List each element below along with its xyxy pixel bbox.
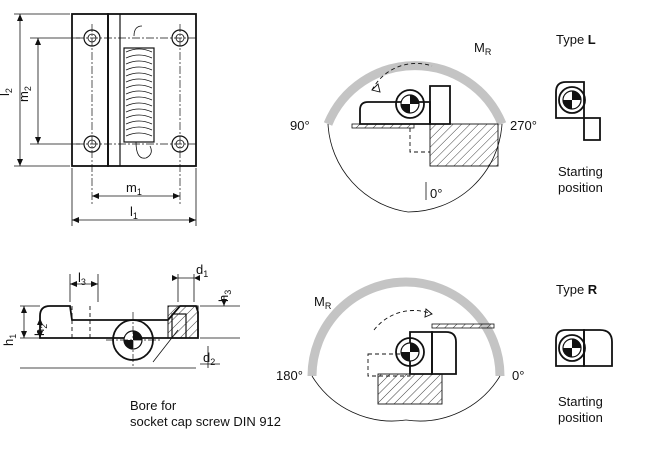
hinge-plate-right	[107, 13, 197, 167]
dim-l2-label: l2	[0, 88, 14, 96]
dim-l1-label: l1	[130, 204, 138, 221]
type-l-angle-bottom: 0°	[430, 186, 442, 201]
type-r-starting-line1: Starting	[558, 394, 603, 409]
torsion-spring	[123, 25, 155, 159]
type-r-angle-right: 0°	[512, 368, 524, 383]
type-r-angle-left: 180°	[276, 368, 303, 383]
type-r-mr-label: MR	[314, 294, 332, 311]
type-l-mr-label: MR	[474, 40, 492, 57]
type-l-rotation-diagram: MR 90° 270° 0°	[290, 40, 537, 213]
type-l-angle-right: 270°	[510, 118, 537, 133]
front-view: l2 m2 m1 l1	[0, 13, 198, 226]
bore-note-line1: Bore for	[130, 398, 177, 413]
hinge-plate-left	[71, 13, 109, 167]
dim-m1-label: m1	[126, 180, 142, 197]
dim-l3-label: l3	[78, 270, 86, 287]
type-l-starting-line1: Starting	[558, 164, 603, 179]
type-l-starting-position: Type L Starting position	[555, 32, 603, 195]
dim-h3-label: h3	[216, 290, 233, 302]
type-l-starting-line2: position	[558, 180, 603, 195]
dim-m2-label: m2	[16, 86, 33, 102]
dim-d2-label: d2	[203, 350, 215, 367]
dim-h2-label: h2	[32, 324, 49, 336]
type-l-heading: Type L	[556, 32, 596, 47]
side-view: l3 d1 h3 h1 h2 d2 Bore for socket cap sc…	[1, 262, 281, 429]
dim-d1-label: d1	[196, 262, 208, 279]
type-r-starting-line2: position	[558, 410, 603, 425]
type-r-starting-position: Type R Starting position	[555, 282, 613, 425]
dim-h1-label: h1	[1, 334, 18, 346]
type-l-angle-left: 90°	[290, 118, 310, 133]
type-r-heading: Type R	[556, 282, 598, 297]
type-r-rotation-diagram: MR 180° 0°	[276, 277, 524, 422]
bore-note-line2: socket cap screw DIN 912	[130, 414, 281, 429]
